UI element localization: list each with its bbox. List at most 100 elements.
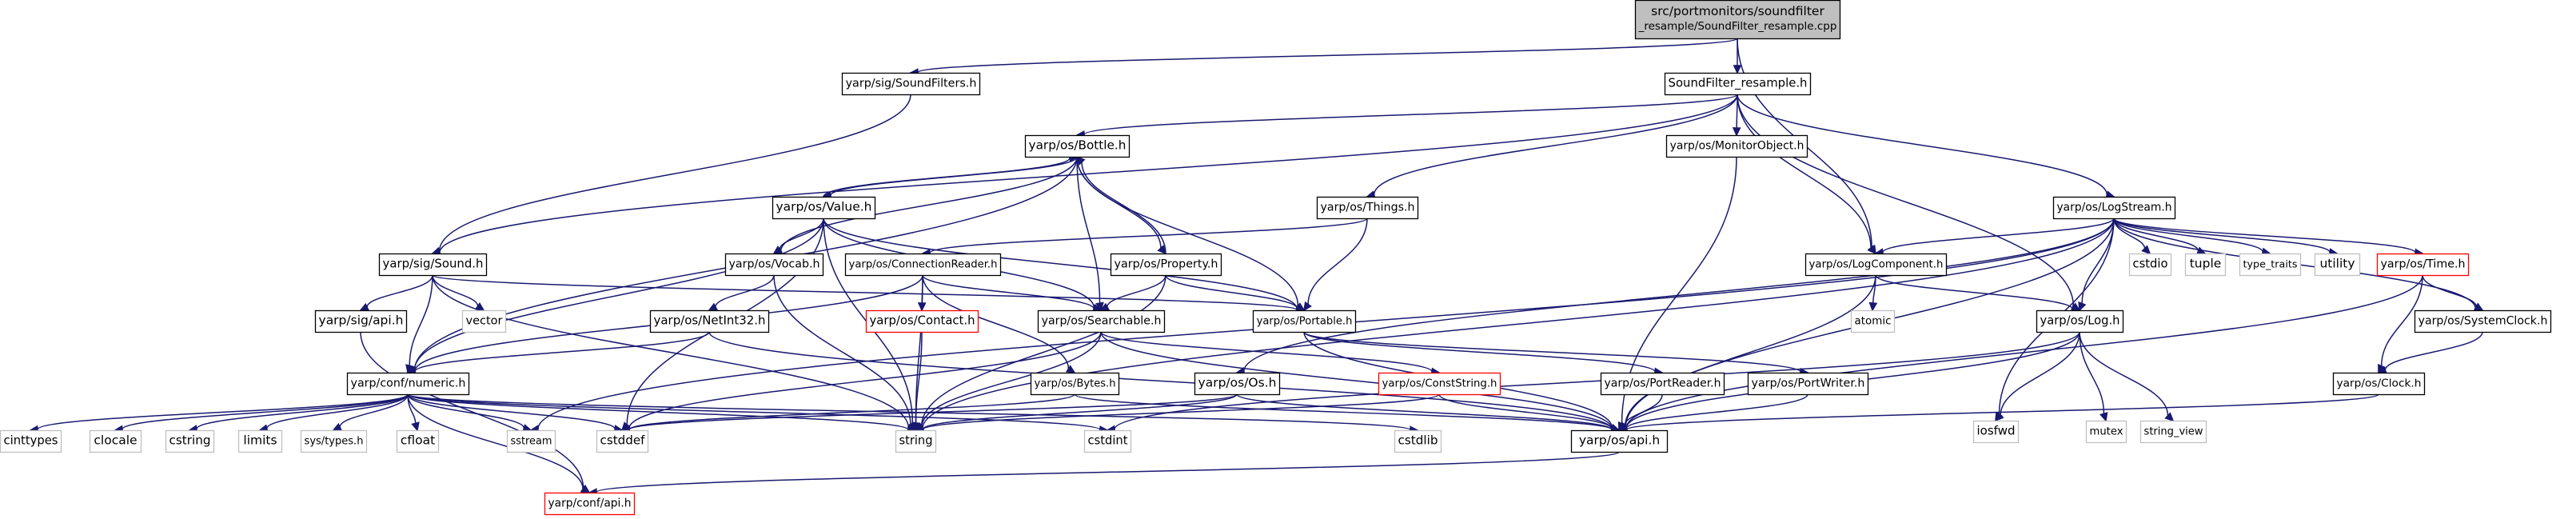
edge-value_h-to-bottle_h (823, 157, 1071, 198)
node-label: cstddef (600, 433, 646, 447)
node-atomic: atomic (1850, 309, 1896, 333)
node-box (1972, 420, 2020, 444)
edge-systemclock_h-to-clock_h (2384, 331, 2483, 370)
node-vector: vector (461, 309, 507, 333)
node-monitorobject-h[interactable]: yarp/os/MonitorObject.h (1665, 134, 1808, 158)
node-box (2332, 372, 2426, 396)
node-label: cstdlib (1398, 433, 1438, 447)
node-tuple: tuple (2184, 253, 2227, 277)
node-os-api-h[interactable]: yarp/os/api.h (1570, 429, 1669, 453)
node-logcomponent-h[interactable]: yarp/os/LogComponent.h (1804, 253, 1948, 277)
node-box (2085, 420, 2127, 444)
edge-numeric_h-to-string (407, 393, 909, 431)
node-box (1378, 372, 1501, 396)
node-root[interactable]: src/portmonitors/soundfilter_resample/So… (1634, 0, 1841, 40)
node-conf-api-h: yarp/conf/api.h (544, 492, 636, 516)
edge-arrowhead-value_h-to-vocab_h (772, 245, 784, 255)
edge-arrowhead-vocab_h-to-netint32_h (708, 302, 719, 311)
edge-log_h-to-iosfwd (2000, 331, 2080, 416)
node-box (1252, 309, 1357, 333)
node-label: src/portmonitors/soundfilter (1651, 4, 1824, 18)
node-vocab-h[interactable]: yarp/os/Vocab.h (724, 253, 824, 277)
edge-numeric_h-to-cstdlib (407, 393, 1411, 431)
node-value-h[interactable]: yarp/os/Value.h (772, 196, 876, 220)
node-cstdio: cstdio (2128, 253, 2172, 277)
node-log-h[interactable]: yarp/os/Log.h (2036, 309, 2124, 333)
node-label: string_view (2144, 425, 2203, 437)
edge-logstream_h-to-os_h (1243, 218, 2115, 372)
edge-things_h-to-connectionreader_h (929, 218, 1368, 254)
node-utility: utility (2314, 253, 2361, 277)
edge-vocab_h-to-string (773, 274, 911, 425)
edge-logstream_h-to-logcomponent_h (1882, 218, 2115, 254)
node-label: SoundFilter_resample.h (1669, 75, 1808, 90)
node-bytes-h[interactable]: yarp/os/Bytes.h (1030, 372, 1120, 396)
node-label: yarp/os/MonitorObject.h (1670, 139, 1804, 152)
node-label: yarp/os/Clock.h (2337, 377, 2422, 389)
edge-logcomponent_h-to-os_api_h (1624, 274, 1876, 427)
node-systemclock-h[interactable]: yarp/os/SystemClock.h (2414, 309, 2552, 333)
node-connectionreader-h[interactable]: yarp/os/ConnectionReader.h (844, 253, 1002, 277)
edge-bytes_h-to-os_api_h (1074, 393, 1613, 431)
node-bottle-h[interactable]: yarp/os/Bottle.h (1024, 134, 1130, 158)
node-soundfilters-h[interactable]: yarp/sig/SoundFilters.h (841, 72, 981, 96)
node-type-traits: type_traits (2239, 253, 2302, 277)
node-label: yarp/os/ConnectionReader.h (849, 258, 998, 270)
node-portable-h[interactable]: yarp/os/Portable.h (1252, 309, 1357, 333)
edge-sf_resample_h-to-logcomponent_h (1737, 94, 1872, 249)
edge-netint32_h-to-numeric_h (414, 331, 710, 373)
node-box (1634, 0, 1841, 40)
node-mutex: mutex (2085, 420, 2127, 444)
node-box (865, 309, 979, 333)
node-box (1570, 429, 1669, 453)
edge-arrowhead-sf_resample_h-to-monitorobject_h (1732, 127, 1741, 137)
node-box (378, 253, 488, 277)
edge-value_h-to-numeric_h (413, 218, 824, 370)
node-label: yarp/os/Value.h (776, 199, 872, 214)
edge-property_h-to-string (920, 274, 1166, 427)
edge-portreader_h-to-os_api_h (1624, 393, 1663, 426)
edge-sf_resample_h-to-bottle_h (1083, 94, 1738, 136)
node-label: yarp/os/Time.h (2380, 258, 2465, 270)
node-box (2184, 253, 2227, 277)
node-portreader-h[interactable]: yarp/os/PortReader.h (1600, 372, 1725, 396)
edge-arrowhead-root-to-sf_resample_h (1733, 65, 1742, 74)
node-label: yarp/conf/api.h (548, 497, 632, 509)
edge-time_h-to-os_api_h (1625, 274, 2423, 429)
node-searchable-h[interactable]: yarp/os/Searchable.h (1037, 309, 1166, 333)
node-clock-h[interactable]: yarp/os/Clock.h (2332, 372, 2426, 396)
node-property-h[interactable]: yarp/os/Property.h (1110, 253, 1222, 277)
node-logstream-h[interactable]: yarp/os/LogStream.h (2052, 196, 2176, 220)
node-box (2139, 420, 2207, 444)
node-sound-h[interactable]: yarp/sig/Sound.h (378, 253, 488, 277)
node-label: vector (466, 314, 503, 327)
node-portwriter-h[interactable]: yarp/os/PortWriter.h (1747, 372, 1869, 396)
node-sig-api-h[interactable]: yarp/sig/api.h (314, 309, 408, 333)
edge-os_api_h-to-conf_api_h (596, 451, 1620, 493)
node-box (895, 429, 937, 453)
node-numeric-h[interactable]: yarp/conf/numeric.h (346, 372, 470, 396)
node-box (2239, 253, 2302, 277)
node-label: clocale (94, 433, 137, 447)
node-sys-types-h: sys/types.h (300, 429, 368, 453)
node-limits: limits (237, 429, 283, 453)
edge-arrowhead-property_h-to-bottle_h (1075, 155, 1086, 166)
node-sf-resample-h[interactable]: SoundFilter_resample.h (1664, 72, 1812, 96)
node-os-h[interactable]: yarp/os/Os.h (1194, 372, 1281, 396)
edge-connectionreader_h-to-string (915, 274, 923, 424)
node-box (724, 253, 824, 277)
node-box (544, 492, 636, 516)
edge-os_h-to-os_api_h (1236, 393, 1613, 430)
node-box (396, 429, 440, 453)
edge-portwriter_h-to-os_api_h (1625, 393, 1808, 429)
edge-sound_h-to-sig_api_h (366, 274, 433, 308)
node-box (300, 429, 368, 453)
edge-logstream_h-to-time_h (2113, 218, 2416, 254)
node-netint32-h[interactable]: yarp/os/NetInt32.h (649, 309, 770, 333)
edge-arrowhead-property_h-to-searchable_h (1099, 302, 1111, 311)
node-things-h[interactable]: yarp/os/Things.h (1316, 196, 1419, 220)
edge-arrowhead-time_h-to-systemclock_h (2473, 302, 2484, 311)
node-box (1110, 253, 1222, 277)
